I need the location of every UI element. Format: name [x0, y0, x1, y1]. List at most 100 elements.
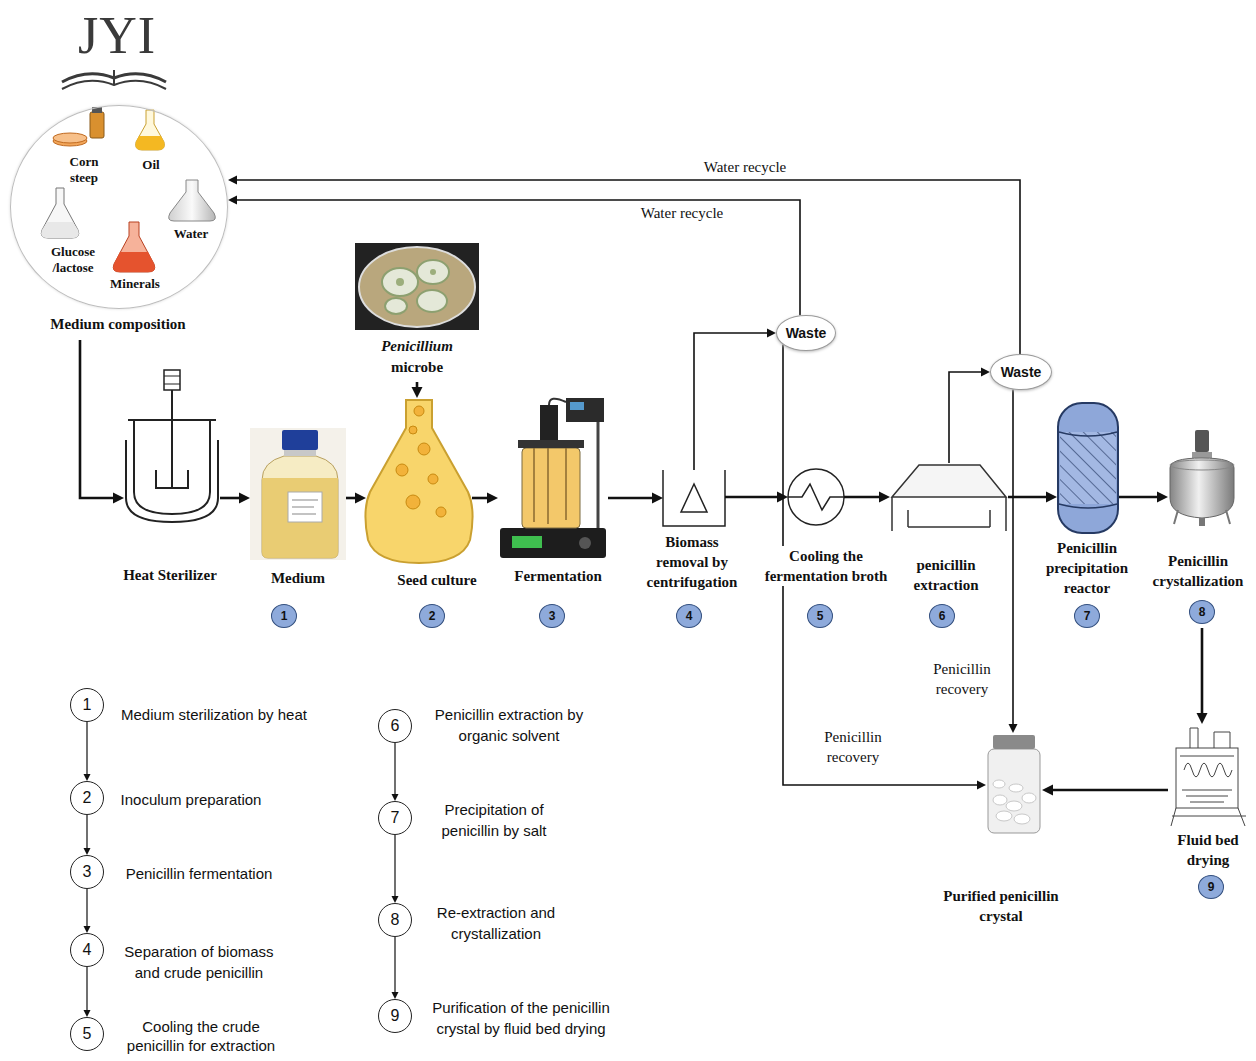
crystallizer-drawing [1199, 518, 1205, 526]
connector-line [608, 497, 654, 500]
fermenter-drawing [518, 440, 584, 448]
null [414, 406, 424, 416]
legend-arrow [84, 722, 91, 781]
process-arrow [346, 493, 366, 504]
shape-text: 1 [71, 689, 103, 721]
null [1014, 814, 1030, 824]
stream-arrow [228, 196, 800, 316]
seed-flask-drawing [365, 400, 472, 563]
heat-exchanger-symbol [788, 484, 844, 510]
connector-line [80, 340, 115, 498]
shape-text: 5 [71, 1018, 103, 1050]
legend-step: 3Penicillin fermentation [70, 855, 104, 889]
fluid-bed-dryer-drawing [1171, 808, 1246, 826]
petri-dish-drawing [355, 243, 479, 330]
precipitation-column [1060, 432, 1116, 504]
process-arrow [1197, 628, 1208, 724]
centrifuge-symbol [681, 484, 707, 512]
legend-arrow [84, 815, 91, 855]
shape-label: Purification of the penicillin crystal b… [416, 997, 626, 1039]
shape-label: microbe [342, 357, 492, 377]
centrifuge-symbol [663, 470, 725, 526]
glucose-flask-icon [41, 188, 79, 238]
arrow-head [84, 774, 91, 781]
shape-label: Seed culture [377, 570, 497, 590]
precipitation-reactor: Penicillin precipitation reactor [1057, 402, 1119, 534]
arrow-head [879, 492, 890, 503]
arrow-head [1042, 785, 1053, 796]
fluid-bed-dryer: Fluid bed drying [1168, 724, 1250, 828]
penicillin-jar-drawing [988, 735, 1040, 833]
legend-arrow [392, 937, 399, 999]
process-arrow [608, 493, 663, 504]
process-arrow [1042, 785, 1168, 796]
ingredient-label: Oil [131, 157, 171, 173]
shape-text: Waste [991, 355, 1051, 389]
corn-steep-icon [92, 107, 102, 113]
shape-text: 6 [930, 605, 954, 627]
legend-step: 8Re-extraction and crystallization [378, 903, 412, 937]
crystallizer-drawing [1170, 460, 1234, 470]
stream-arrow [228, 176, 1020, 355]
fermenter-drawing [579, 537, 591, 549]
stream-arrow [949, 368, 990, 464]
process-arrow [1008, 492, 1057, 503]
corn-steep-icon [53, 107, 104, 146]
callout-number: 7 [1074, 604, 1100, 628]
arrow-head [1046, 492, 1057, 503]
penicillium-culture: Penicilliummicrobe [355, 243, 479, 330]
arrow-head [84, 1010, 91, 1017]
heat-sterilizer-drawing [156, 470, 188, 488]
shape-label: penicillin extraction [896, 555, 996, 595]
legend-arrow [392, 835, 399, 903]
callout-number: 8 [1189, 600, 1215, 624]
seed-flask-drawing [365, 400, 472, 563]
petri-dish-drawing [382, 268, 418, 296]
callout-number: 2 [419, 604, 445, 628]
connector-line [1008, 496, 1048, 499]
heat-sterilizer-drawing [128, 419, 216, 421]
penicillin-jar: Purified penicillin crystal [986, 733, 1042, 835]
medium-composition-circle: Corn steepOilGlucose /lactoseWaterMinera… [10, 105, 228, 309]
logo-book [113, 70, 115, 85]
connector-line [394, 937, 395, 993]
null [436, 507, 446, 517]
waste-node: Waste [776, 315, 836, 351]
shape-text: 4 [71, 934, 103, 966]
null [409, 426, 417, 434]
fermenter-drawing [540, 405, 558, 440]
legend-step: 1Medium sterilization by heat [70, 688, 104, 722]
arrow-head [1197, 713, 1208, 724]
legend-arrow [84, 889, 91, 933]
arrow-head [84, 848, 91, 855]
shape-text: Waste [777, 316, 835, 350]
connector-label: Penicillin recovery [806, 727, 901, 767]
shape-text: 8 [1190, 601, 1214, 623]
arrow-head [392, 896, 399, 903]
arrow-head [977, 781, 986, 790]
petri-dish-drawing [355, 243, 479, 330]
connector-line [694, 333, 769, 470]
connector-line [1012, 389, 1014, 725]
precipitation-column [1058, 403, 1118, 533]
shape-label: Re-extraction and crystallization [421, 902, 571, 944]
centrifuge: Biomass removal by centrifugation [663, 470, 725, 526]
legend-arrow [392, 743, 399, 801]
fermenter-drawing [549, 399, 566, 405]
fluid-bed-dryer-drawing [1184, 763, 1232, 777]
shape-label: Penicillium [342, 336, 492, 356]
arrow-head [228, 196, 237, 205]
fermenter-drawing [500, 528, 606, 558]
connector-line [1201, 628, 1204, 715]
ingredient-label: Glucose /lactose [41, 244, 105, 276]
crystallizer-drawing [1192, 452, 1212, 458]
process-arrow [412, 382, 423, 398]
shape-label: Medium [248, 568, 348, 588]
connector-line [949, 372, 983, 463]
arrow-head [392, 794, 399, 801]
petri-dish-drawing [396, 278, 404, 286]
connector-line [86, 967, 87, 1011]
callout-number: 5 [807, 604, 833, 628]
shape-label: Cooling the fermentation broth [751, 546, 901, 586]
